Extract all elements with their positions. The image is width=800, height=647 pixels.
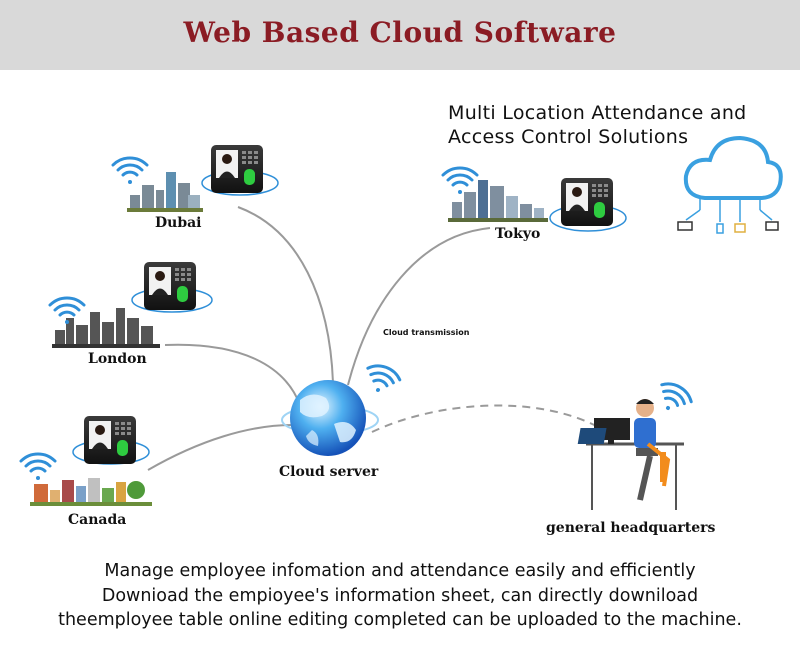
description-line1: Manage employee infomation and attendanc… [104,561,696,581]
london-node [48,262,213,348]
wifi-icon [441,166,479,196]
wifi-icon [650,377,697,420]
solution-heading-line1: Multi Location Attendance and [448,102,747,124]
link-tokyo [347,227,491,386]
headquarters-label: general headquarters [546,520,716,536]
dubai-node [111,145,279,212]
link-london [164,343,301,406]
attendance-device-icon [84,416,136,464]
headquarters-worker-icon [577,399,684,510]
london-skyline [52,308,160,348]
page-title: Web Based Cloud Software [183,16,617,49]
location-label-tokyo: Tokyo [495,226,541,242]
canada-node [19,416,152,506]
cloud-server-label: Cloud server [279,464,379,480]
connection-lines [147,206,601,471]
wifi-icon [359,360,404,400]
wifi-icon [48,296,86,326]
attendance-device-icon [144,262,196,310]
attendance-device-icon [211,145,263,193]
solution-heading-line2: Access Control Solutions [448,126,689,148]
cloud-transmission-label: Cloud transmission [383,328,470,337]
dubai-skyline [127,172,203,212]
link-canada [147,424,293,471]
cloud-icon [677,135,783,234]
attendance-device-icon [561,178,613,226]
location-label-canada: Canada [68,512,127,528]
canada-skyline [30,478,152,506]
link-headquarters [371,404,601,433]
description-line2: Downioad the empioyee's information shee… [101,586,699,606]
description-line3: theemployee table online editing complet… [58,610,742,630]
cloud-server-globe-icon [281,380,379,456]
location-label-london: London [88,351,147,367]
location-label-dubai: Dubai [155,215,202,231]
tokyo-skyline [448,180,548,222]
wifi-icon [19,452,57,482]
wifi-icon [111,156,149,186]
tokyo-node [441,166,627,232]
header-band [0,0,800,70]
link-dubai [237,206,334,384]
